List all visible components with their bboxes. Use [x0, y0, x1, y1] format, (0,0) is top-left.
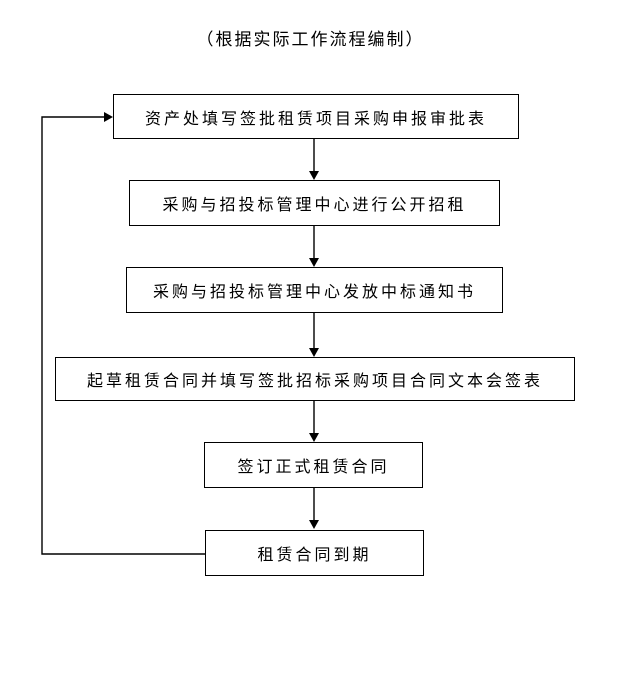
flow-step-4: 起草租赁合同并填写签批招标采购项目合同文本会签表	[55, 357, 575, 401]
flow-step-3: 采购与招投标管理中心发放中标通知书	[126, 267, 503, 313]
connector-step3-to-step4	[309, 313, 319, 357]
arrowhead-down-icon	[309, 520, 319, 529]
arrowhead-down-icon	[309, 171, 319, 180]
flow-step-5: 签订正式租赁合同	[204, 442, 423, 488]
arrowhead-down-icon	[309, 258, 319, 267]
arrowhead-down-icon	[309, 348, 319, 357]
arrowhead-down-icon	[309, 433, 319, 442]
flow-step-2: 采购与招投标管理中心进行公开招租	[129, 180, 500, 226]
loop-connector-step6-to-step1	[41, 112, 205, 555]
flow-step-6: 租赁合同到期	[205, 530, 424, 576]
diagram-title: （根据实际工作流程编制）	[196, 30, 425, 49]
connector-step5-to-step6	[309, 488, 319, 529]
flow-step-1: 资产处填写签批租赁项目采购申报审批表	[113, 94, 519, 139]
arrowhead-right-icon	[104, 112, 113, 122]
connector-step2-to-step3	[309, 226, 319, 267]
connector-step4-to-step5	[309, 401, 319, 442]
connector-step1-to-step2	[309, 139, 319, 180]
